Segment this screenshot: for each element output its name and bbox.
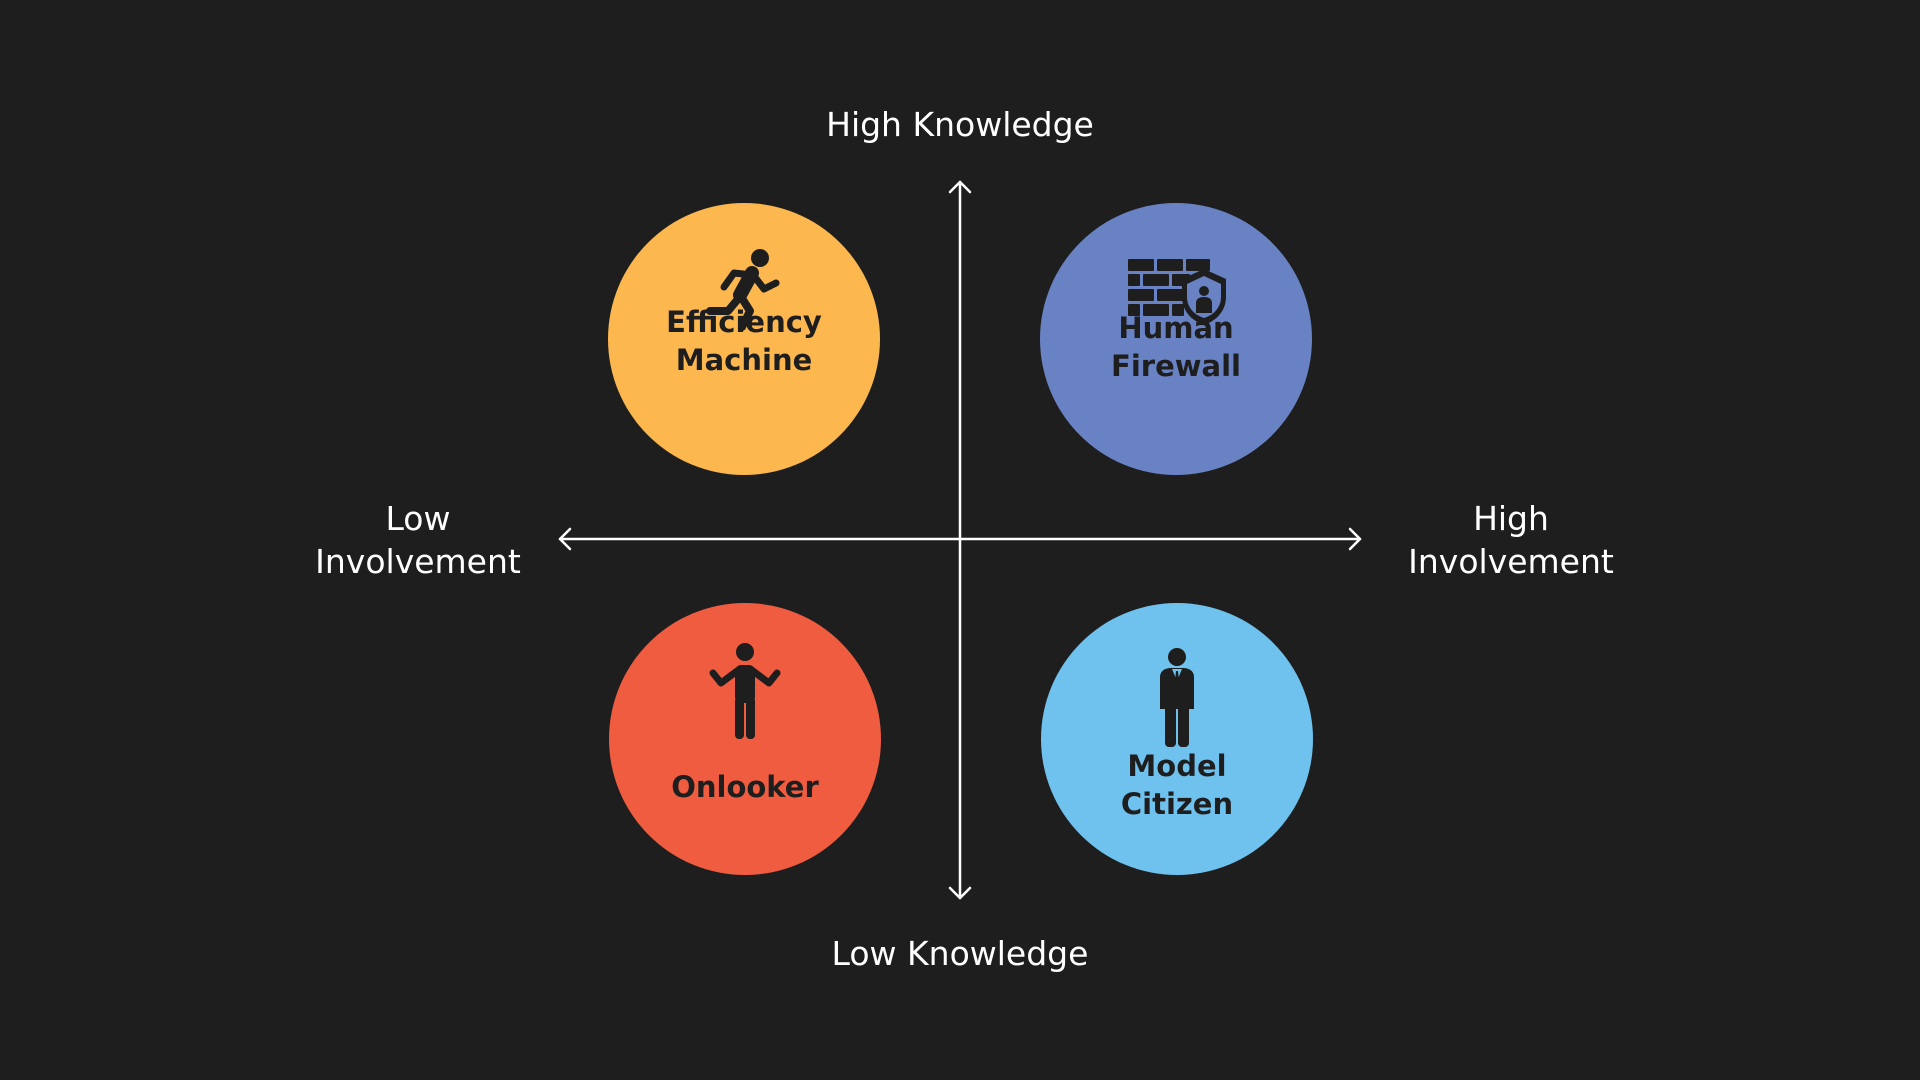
axis-label-low-involvement: Low Involvement: [268, 497, 568, 583]
firewall-shield-icon: [1128, 259, 1226, 325]
quadrant-label-line2: Citizen: [1120, 787, 1234, 821]
shrugging-person-icon: [709, 643, 781, 739]
quadrant-onlooker: Onlooker: [609, 603, 881, 875]
quadrant-label-line1: Onlooker: [671, 770, 819, 804]
quadrant-efficiency-machine: Efficiency Machine: [608, 203, 880, 475]
running-person-icon: [706, 249, 780, 331]
quadrant-label: Human Firewall: [1040, 309, 1312, 385]
axis-label-text: High Knowledge: [826, 105, 1094, 144]
businessman-icon: [1160, 648, 1194, 747]
quadrant-label-line2: Firewall: [1111, 349, 1241, 383]
axis-label-high-involvement: High Involvement: [1361, 497, 1661, 583]
quadrant-model-citizen: Model Citizen: [1041, 603, 1313, 875]
quadrant-human-firewall: Human Firewall: [1040, 203, 1312, 475]
arrow-left-icon: [558, 527, 572, 551]
axis-label-line2: Involvement: [315, 542, 521, 581]
axis-label-high-knowledge: High Knowledge: [660, 103, 1260, 146]
axis-label-low-knowledge: Low Knowledge: [660, 932, 1260, 975]
axis-label-line1: High: [1473, 499, 1549, 538]
quadrant-label: Efficiency Machine: [608, 303, 880, 379]
quadrant-label: Model Citizen: [1041, 747, 1313, 823]
quadrant-label-line1: Human: [1118, 311, 1234, 345]
arrow-up-icon: [948, 180, 972, 194]
quadrant-label-line1: Model: [1127, 749, 1227, 783]
axis-label-line2: Involvement: [1408, 542, 1614, 581]
arrow-down-icon: [948, 886, 972, 900]
axis-label-line1: Low: [385, 499, 451, 538]
axis-label-text: Low Knowledge: [831, 934, 1089, 973]
quadrant-label-line1: Efficiency: [666, 305, 822, 339]
arrow-right-icon: [1348, 527, 1362, 551]
quadrant-label: Onlooker: [609, 768, 881, 806]
quadrant-label-line2: Machine: [675, 343, 813, 377]
